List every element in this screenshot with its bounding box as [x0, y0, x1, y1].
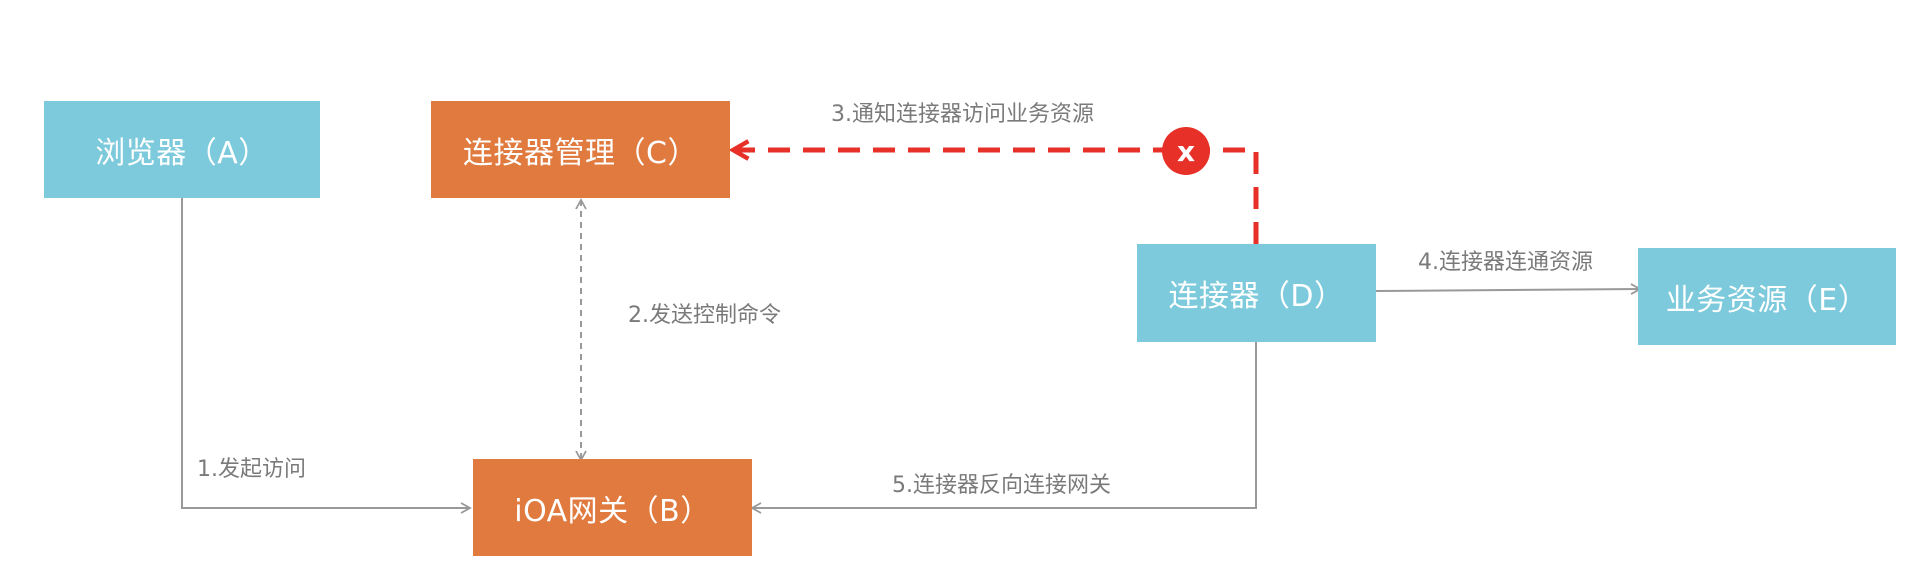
edge-4-label: 4.连接器连通资源: [1418, 250, 1593, 275]
edge-3-label: 3.通知连接器访问业务资源: [831, 102, 1094, 127]
node-ioa-gateway: iOA网关（B）: [473, 459, 752, 556]
edge-2-label: 2.发送控制命令: [628, 303, 781, 328]
edge-4-line: [1375, 283, 1642, 295]
blocked-x-mark: x: [1177, 135, 1195, 168]
node-browser: 浏览器（A）: [44, 101, 320, 198]
edge-1-line: [181, 198, 472, 514]
node-connector-manager: 连接器管理（C）: [431, 101, 730, 198]
node-connector: 连接器（D）: [1137, 244, 1376, 342]
blocked-x-icon: x: [1162, 127, 1210, 175]
edge-5-line: [750, 342, 1257, 514]
edge-1-label: 1.发起访问: [197, 457, 306, 482]
node-business-resource: 业务资源（E）: [1638, 248, 1896, 345]
edge-5-label: 5.连接器反向连接网关: [892, 473, 1111, 498]
